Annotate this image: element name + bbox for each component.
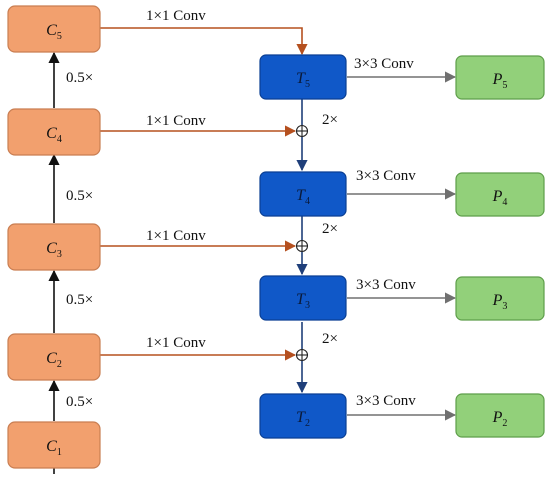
node-p3-base: P bbox=[492, 292, 503, 309]
node-t5: T5 bbox=[259, 54, 347, 100]
node-c4-base: C bbox=[46, 125, 57, 142]
node-c5-sub: 5 bbox=[57, 31, 62, 42]
node-t5-sub: 5 bbox=[305, 79, 310, 90]
node-p5-base: P bbox=[492, 71, 503, 88]
node-c5-base: C bbox=[46, 22, 57, 39]
svg-text:C1: C1 bbox=[46, 438, 62, 458]
node-p5: P5 bbox=[455, 55, 545, 100]
node-p2-base: P bbox=[492, 409, 503, 426]
node-t3-base: T bbox=[296, 291, 306, 308]
svg-text:C5: C5 bbox=[46, 22, 62, 42]
node-t4-sub: 4 bbox=[305, 196, 310, 207]
node-c5: C5 bbox=[7, 5, 101, 53]
label-up-2: 2× bbox=[322, 331, 338, 347]
svg-text:T2: T2 bbox=[296, 409, 310, 429]
node-t2-base: T bbox=[296, 409, 306, 426]
svg-text:T4: T4 bbox=[296, 187, 310, 207]
label-lateral-3: 1×1 Conv bbox=[146, 228, 206, 244]
node-t5-base: T bbox=[296, 70, 306, 87]
svg-text:P2: P2 bbox=[492, 409, 508, 429]
lateral-arrow-c5-to-t5 bbox=[100, 27, 308, 56]
node-t3: T3 bbox=[259, 275, 347, 321]
svg-text:C3: C3 bbox=[46, 240, 62, 260]
node-t2-sub: 2 bbox=[305, 418, 310, 429]
node-p3: P3 bbox=[455, 276, 545, 321]
label-conv3-2: 3×3 Conv bbox=[356, 393, 416, 409]
svg-text:P5: P5 bbox=[492, 71, 508, 91]
label-up-3: 2× bbox=[322, 221, 338, 237]
node-p4-sub: 4 bbox=[502, 197, 507, 208]
node-c1: C1 bbox=[7, 421, 101, 469]
node-t4-base: T bbox=[296, 187, 306, 204]
node-t3-sub: 3 bbox=[305, 300, 310, 311]
svg-text:C2: C2 bbox=[46, 350, 62, 370]
node-p4-base: P bbox=[492, 188, 503, 205]
label-conv3-3: 3×3 Conv bbox=[356, 277, 416, 293]
node-c3: C3 bbox=[7, 223, 101, 271]
svg-text:C4: C4 bbox=[46, 125, 62, 145]
node-p2: P2 bbox=[455, 393, 545, 438]
label-down-c5: 0.5× bbox=[66, 70, 93, 86]
node-c4: C4 bbox=[7, 108, 101, 156]
node-p5-sub: 5 bbox=[502, 80, 507, 91]
svg-text:P3: P3 bbox=[492, 292, 508, 312]
label-down-c2: 0.5× bbox=[66, 394, 93, 410]
node-c1-sub: 1 bbox=[57, 447, 62, 458]
node-p2-sub: 2 bbox=[502, 418, 507, 429]
node-c2: C2 bbox=[7, 333, 101, 381]
node-t4: T4 bbox=[259, 171, 347, 217]
node-c2-base: C bbox=[46, 350, 57, 367]
svg-text:T5: T5 bbox=[296, 70, 310, 90]
node-t2: T2 bbox=[259, 393, 347, 439]
svg-text:T3: T3 bbox=[296, 291, 310, 311]
label-down-c3: 0.5× bbox=[66, 292, 93, 308]
svg-text:P4: P4 bbox=[492, 188, 508, 208]
node-p3-sub: 3 bbox=[502, 301, 507, 312]
node-c3-base: C bbox=[46, 240, 57, 257]
label-lateral-4: 1×1 Conv bbox=[146, 113, 206, 129]
add-symbol-4 bbox=[295, 124, 309, 138]
label-lateral-5: 1×1 Conv bbox=[146, 8, 206, 24]
label-up-4: 2× bbox=[322, 112, 338, 128]
node-c1-base: C bbox=[46, 438, 57, 455]
node-c2-sub: 2 bbox=[57, 359, 62, 370]
node-p4: P4 bbox=[455, 172, 545, 217]
label-lateral-2: 1×1 Conv bbox=[146, 335, 206, 351]
label-conv3-4: 3×3 Conv bbox=[356, 168, 416, 184]
label-down-c4: 0.5× bbox=[66, 188, 93, 204]
node-c3-sub: 3 bbox=[57, 249, 62, 260]
node-c4-sub: 4 bbox=[57, 134, 62, 145]
label-conv3-5: 3×3 Conv bbox=[354, 56, 414, 72]
add-symbol-3 bbox=[295, 239, 309, 253]
add-symbol-2 bbox=[295, 348, 309, 362]
